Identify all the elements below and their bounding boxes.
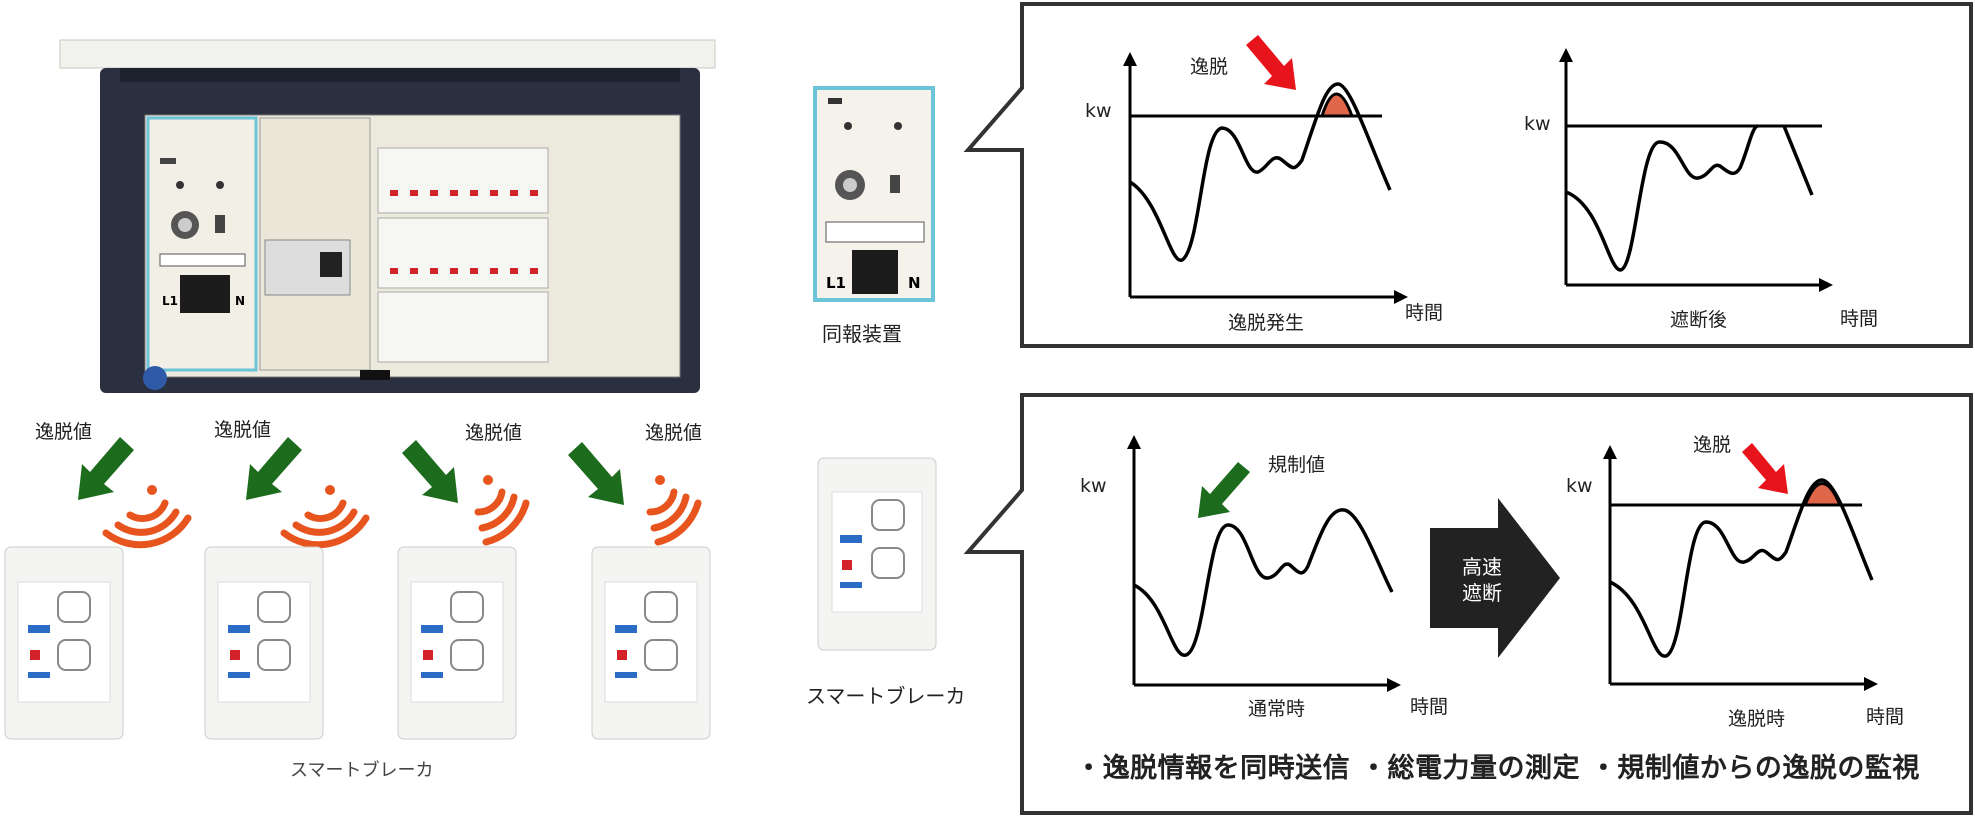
- notifier-caption: 同報装置: [822, 322, 902, 346]
- wifi-icon: [102, 485, 192, 549]
- deviation-label-2: 逸脱値: [214, 419, 272, 441]
- fast-cutoff-text-2: 遮断: [1462, 581, 1502, 605]
- top-g2-xlabel: 時間: [1840, 308, 1879, 330]
- red-arrow-icon: [1246, 35, 1296, 90]
- feature-list: ・逸脱情報を同時送信 ・総電力量の測定 ・規制値からの逸脱の監視: [1075, 753, 1920, 784]
- bottom-g2-xlabel: 時間: [1866, 706, 1905, 728]
- wifi-icon: [474, 475, 530, 546]
- top-g1-ylabel: kw: [1085, 100, 1112, 122]
- distribution-panel-drawing: L1 N: [59, 39, 716, 393]
- green-arrow-icon: [402, 440, 458, 503]
- smart-breaker-caption-middle: スマートブレーカ: [806, 684, 966, 708]
- bottom-g1-caption: 通常時: [1248, 698, 1306, 720]
- wifi-icon: [280, 485, 370, 549]
- notifier-device: L1 N: [813, 86, 935, 302]
- green-arrow-icon: [568, 442, 624, 505]
- deviation-label-1: 逸脱値: [35, 421, 93, 443]
- bottom-g2-caption: 逸脱時: [1728, 708, 1786, 730]
- smart-breaker-caption-left: スマートブレーカ: [290, 760, 434, 781]
- bottom-g1-annotation: 規制値: [1268, 454, 1326, 476]
- smart-breaker-outlet: [204, 546, 324, 740]
- wifi-icon: [646, 475, 702, 546]
- bottom-g1-xlabel: 時間: [1410, 696, 1449, 718]
- power-curve: [1129, 82, 1392, 262]
- green-arrow-icon: [1198, 462, 1250, 518]
- bottom-g2-ylabel: kw: [1566, 475, 1593, 497]
- deviation-label-3: 逸脱値: [465, 422, 523, 444]
- power-curve-cut: [1565, 124, 1759, 272]
- power-curve: [1133, 508, 1394, 657]
- smart-breaker-device: [817, 457, 937, 651]
- notifier-l1-text: L1: [826, 274, 846, 292]
- power-curve-tail: [1782, 125, 1814, 196]
- top-g2-caption: 遮断後: [1670, 309, 1728, 331]
- red-arrow-icon: [1742, 443, 1788, 494]
- green-arrow-icon: [246, 437, 302, 500]
- top-g1-caption: 逸脱発生: [1228, 312, 1305, 334]
- smart-breaker-outlet: [4, 546, 124, 740]
- smart-breaker-outlet: [397, 546, 517, 740]
- panel-n-text: N: [235, 294, 245, 308]
- smart-breaker-outlet: [591, 546, 711, 740]
- panel-l1-text: L1: [162, 294, 178, 308]
- distribution-panel: L1 N: [59, 39, 716, 395]
- top-g1-annotation: 逸脱: [1190, 56, 1229, 78]
- power-curve: [1609, 478, 1874, 658]
- notifier-n-text: N: [908, 274, 921, 292]
- top-g2-ylabel: kw: [1524, 113, 1551, 135]
- fast-cutoff-text-1: 高速: [1462, 555, 1502, 579]
- peak-over-area: [1319, 92, 1355, 118]
- bottom-g2-annotation: 逸脱: [1693, 434, 1732, 456]
- deviation-label-4: 逸脱値: [645, 422, 703, 444]
- bottom-g1-ylabel: kw: [1080, 475, 1107, 497]
- green-arrow-icon: [78, 437, 134, 500]
- top-g1-xlabel: 時間: [1405, 302, 1444, 324]
